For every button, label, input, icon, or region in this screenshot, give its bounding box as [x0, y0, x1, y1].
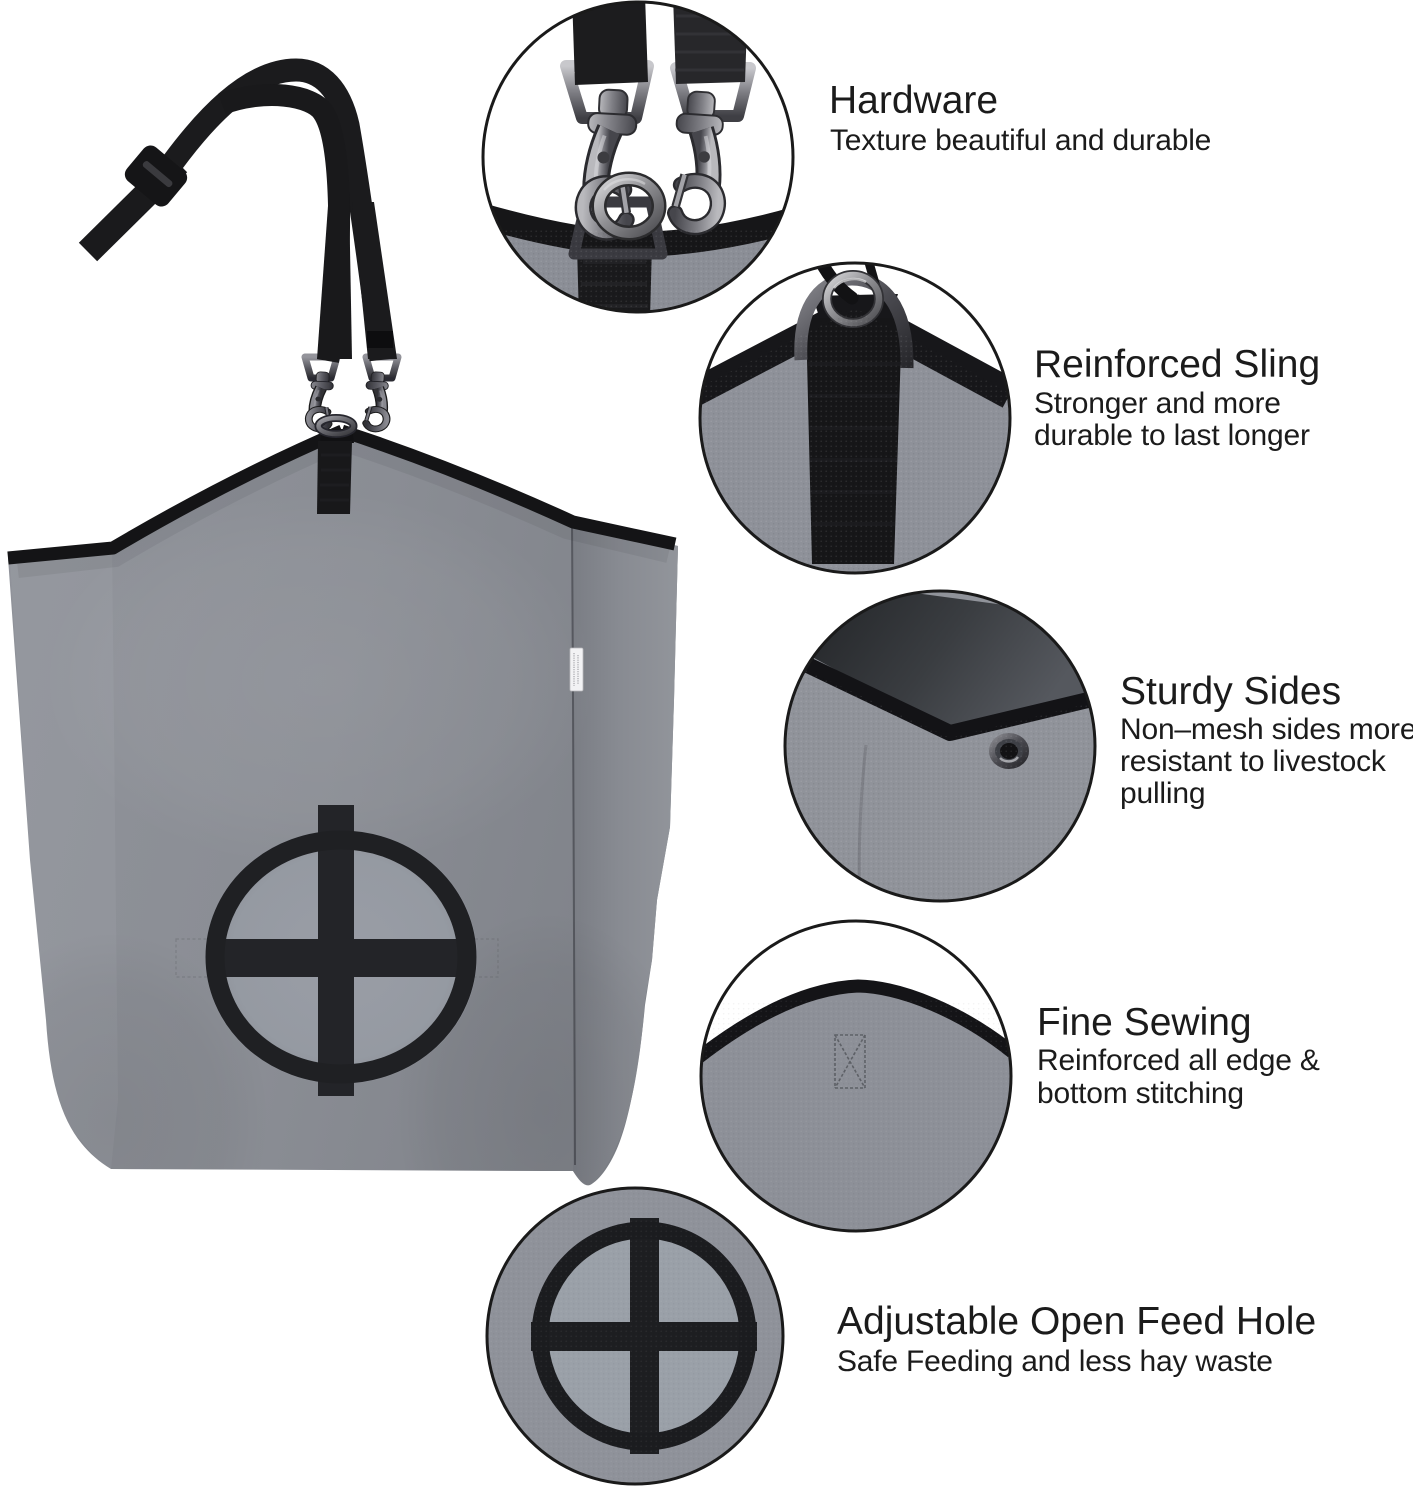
svg-text:resistant to livestock: resistant to livestock	[1120, 745, 1387, 778]
svg-text:Hardware: Hardware	[829, 79, 998, 122]
svg-text:Sturdy Sides: Sturdy Sides	[1120, 670, 1341, 713]
svg-text:Texture beautiful and durable: Texture beautiful and durable	[830, 124, 1211, 157]
svg-text:Stronger and more: Stronger and more	[1034, 387, 1281, 420]
svg-text:Reinforced Sling: Reinforced Sling	[1034, 343, 1320, 386]
svg-text:pulling: pulling	[1120, 777, 1205, 810]
svg-text:Non–mesh sides more: Non–mesh sides more	[1120, 713, 1413, 746]
svg-text:Reinforced all edge &: Reinforced all edge &	[1037, 1044, 1320, 1077]
svg-text:Fine Sewing: Fine Sewing	[1037, 1001, 1252, 1044]
svg-text:bottom stitching: bottom stitching	[1037, 1077, 1244, 1110]
svg-text:Safe Feeding and less hay wast: Safe Feeding and less hay waste	[837, 1345, 1273, 1378]
svg-text:durable to last longer: durable to last longer	[1034, 419, 1310, 452]
svg-text:Adjustable Open Feed Hole: Adjustable Open Feed Hole	[837, 1300, 1316, 1343]
